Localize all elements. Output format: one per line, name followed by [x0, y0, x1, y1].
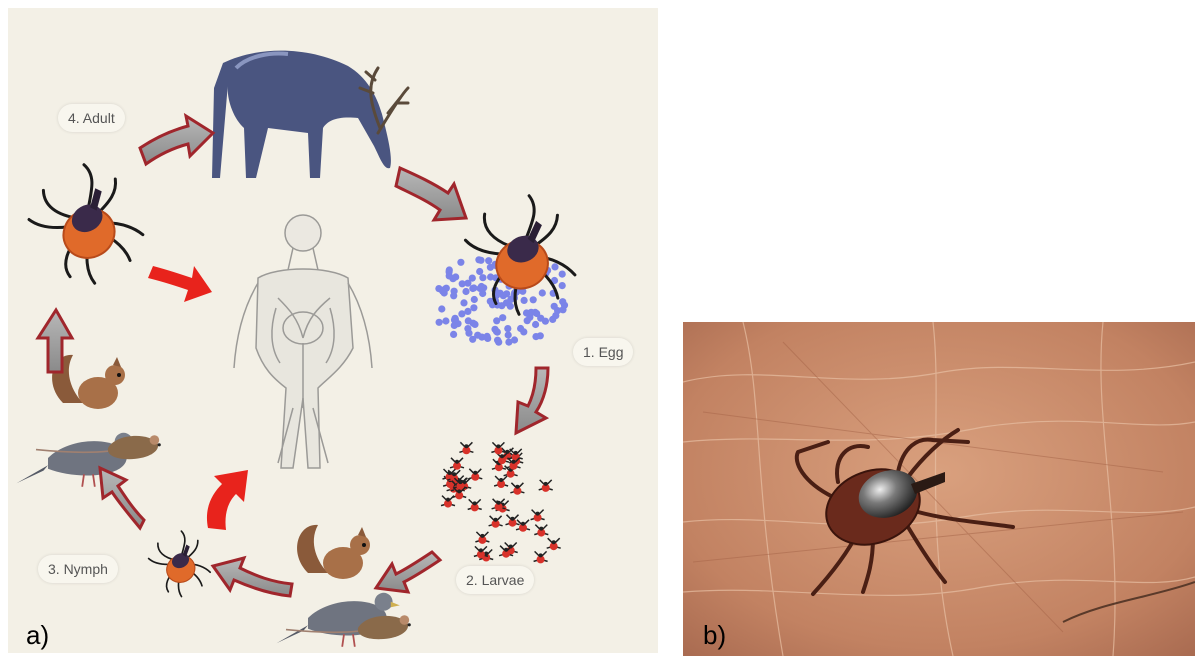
larva — [450, 458, 464, 470]
egg — [438, 305, 445, 312]
egg — [559, 271, 566, 278]
egg — [452, 273, 459, 280]
panel-letter-a: a) — [26, 620, 49, 651]
egg — [470, 304, 477, 311]
egg — [559, 298, 566, 305]
tick-on-skin-photo — [683, 322, 1195, 656]
egg — [542, 318, 549, 325]
egg — [442, 317, 449, 324]
egg — [451, 288, 458, 295]
egg — [439, 288, 446, 295]
egg — [484, 333, 491, 340]
tick-photo-panel — [683, 322, 1195, 656]
egg — [493, 328, 500, 335]
human-figure-illustration — [234, 215, 372, 468]
egg — [446, 266, 453, 273]
egg — [460, 299, 467, 306]
larva — [534, 525, 548, 537]
egg — [479, 290, 486, 297]
larva — [491, 442, 505, 454]
larva — [468, 499, 482, 511]
egg — [495, 339, 502, 346]
larva — [516, 520, 530, 532]
egg — [549, 316, 556, 323]
egg — [505, 331, 512, 338]
infection-arrows — [148, 266, 248, 530]
larva — [539, 480, 553, 492]
egg — [511, 336, 518, 343]
egg — [504, 325, 511, 332]
egg — [464, 308, 471, 315]
egg — [532, 333, 539, 340]
egg — [559, 282, 566, 289]
life-cycle-panel: 4. Adult 1. Egg 2. Larvae 3. Nymph — [8, 8, 658, 653]
stage-label-adult: 4. Adult — [58, 104, 125, 132]
egg — [476, 268, 483, 275]
egg — [459, 280, 466, 287]
stage-label-egg: 1. Egg — [573, 338, 633, 366]
egg — [436, 319, 443, 326]
tick-nymph — [144, 526, 216, 602]
larvae-cluster — [441, 442, 561, 563]
egg — [551, 263, 558, 270]
egg — [530, 296, 537, 303]
larva — [459, 442, 473, 454]
egg — [452, 315, 459, 322]
egg — [487, 273, 494, 280]
egg — [464, 325, 471, 332]
egg — [477, 257, 484, 264]
egg — [500, 292, 507, 299]
egg — [499, 314, 506, 321]
egg — [462, 288, 469, 295]
larva — [534, 551, 548, 563]
larva — [494, 476, 508, 488]
egg — [539, 289, 546, 296]
egg — [559, 306, 566, 313]
egg — [532, 321, 539, 328]
tick-adult — [19, 155, 155, 296]
egg — [521, 297, 528, 304]
egg — [503, 299, 510, 306]
larva — [547, 538, 561, 550]
stage-label-larvae: 2. Larvae — [456, 566, 534, 594]
larva — [489, 516, 503, 528]
larva — [475, 532, 489, 544]
stage-label-nymph: 3. Nymph — [38, 555, 118, 583]
egg — [465, 317, 472, 324]
egg — [478, 283, 485, 290]
egg — [470, 284, 477, 291]
deer-illustration — [212, 51, 408, 178]
egg — [479, 274, 486, 281]
panel-letter-b: b) — [703, 620, 726, 651]
egg — [485, 257, 492, 264]
egg — [528, 309, 535, 316]
egg — [450, 331, 457, 338]
egg — [517, 325, 524, 332]
egg — [457, 259, 464, 266]
larva — [531, 510, 545, 522]
egg — [474, 332, 481, 339]
larva — [510, 483, 524, 495]
egg — [471, 296, 478, 303]
squirrel-host-larvae — [297, 525, 370, 579]
